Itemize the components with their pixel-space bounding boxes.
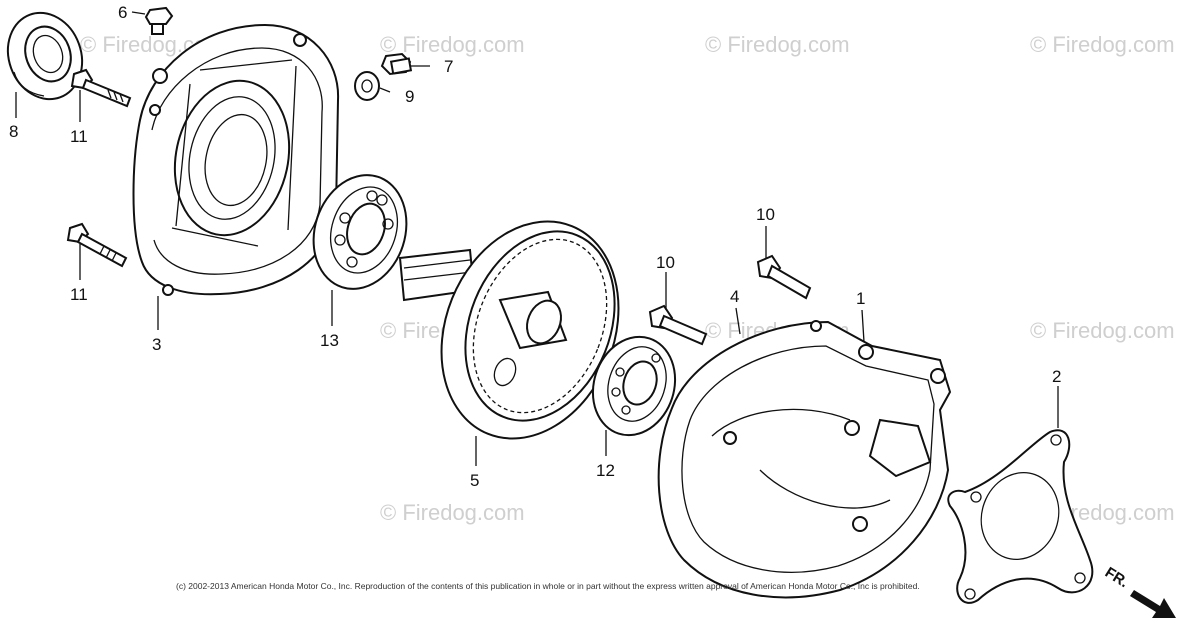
part-11-bolt-upper [70, 68, 132, 108]
part-11-bolt-lower [66, 222, 128, 268]
watermark: © Firedog.com [380, 500, 525, 525]
leader-lines [15, 11, 1059, 466]
callout-4: 4 [730, 287, 739, 306]
front-direction-label: FR. [1102, 564, 1132, 591]
callout-9: 9 [405, 87, 414, 106]
callout-8: 8 [9, 122, 18, 141]
part-3-gear-case-cover [132, 23, 340, 296]
copyright-notice: (c) 2002-2013 American Honda Motor Co., … [176, 581, 920, 591]
watermark: © Firedog.com [380, 32, 525, 57]
callout-11-lower: 11 [70, 285, 88, 304]
callout-11-upper: 11 [70, 127, 88, 146]
part-10-bolt-right [756, 254, 812, 300]
callout-3: 3 [152, 335, 161, 354]
callout-1: 1 [856, 289, 865, 308]
part-7-plug-bolt [380, 52, 413, 76]
part-2-gasket [947, 429, 1094, 604]
part-12-bearing [591, 335, 677, 437]
callout-13: 13 [320, 331, 339, 350]
part-10-bolt-left [648, 304, 708, 346]
part-5-ring-gear [398, 220, 620, 440]
callout-6: 6 [118, 3, 127, 22]
callout-7: 7 [444, 57, 453, 76]
watermark: © Firedog.com [1030, 32, 1175, 57]
part-1-gear-case [657, 320, 952, 599]
callout-2: 2 [1052, 367, 1061, 386]
callout-layer: 6 8 11 11 3 7 9 13 5 12 10 10 4 1 2 [9, 3, 1061, 490]
callout-12: 12 [596, 461, 615, 480]
part-9-washer [354, 71, 380, 101]
callout-5: 5 [470, 471, 479, 490]
callout-10-right: 10 [756, 205, 775, 224]
callout-10-left: 10 [656, 253, 675, 272]
front-direction-arrow: FR. [1102, 564, 1176, 618]
watermark: © Firedog.com [1030, 318, 1175, 343]
watermark: © Firedog.com [705, 32, 850, 57]
part-6-bolt [144, 6, 174, 35]
part-13-bearing [312, 174, 408, 290]
part-8-oil-seal [6, 11, 84, 101]
arrow-right-icon [1130, 590, 1176, 618]
